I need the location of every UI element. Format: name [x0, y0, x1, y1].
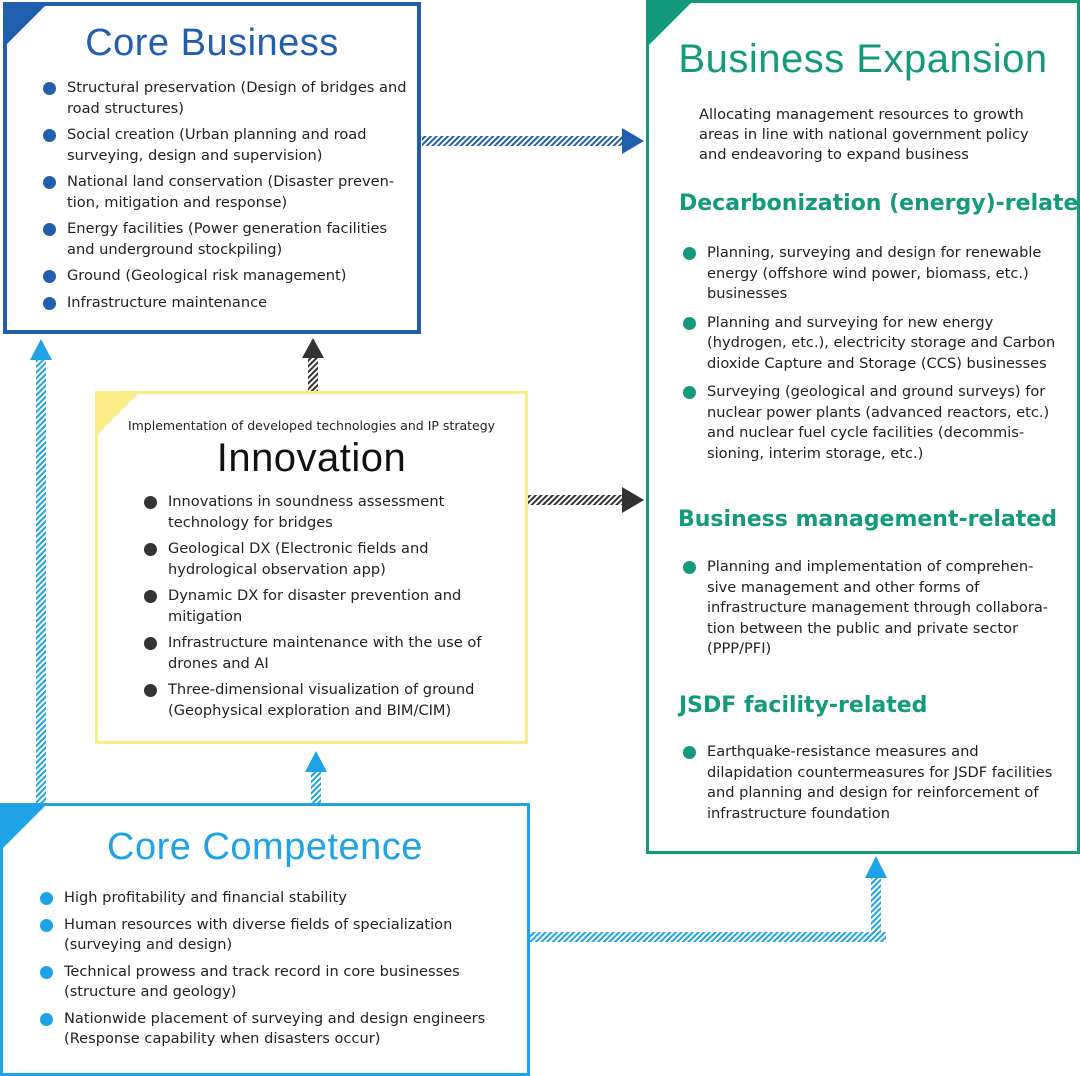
- bullet-icon: [43, 82, 56, 95]
- innovation-box: Implementation of developed technologies…: [95, 391, 528, 744]
- list-item: Nationwide placement of surveying and de…: [36, 1009, 516, 1050]
- bullet-icon: [683, 386, 696, 399]
- section-title-decarbonization: Decarbonization (energy)-related: [679, 191, 1080, 216]
- business-expansion-corner-accent: [649, 3, 691, 45]
- list-item: Dynamic DX for disaster prevention and m…: [140, 586, 510, 627]
- list-item: Surveying (geological and ground surveys…: [679, 382, 1059, 464]
- bullet-icon: [40, 1012, 53, 1026]
- bullet-icon: [683, 746, 696, 759]
- list-item: High profitability and financial stabili…: [36, 888, 516, 909]
- list-item: Social creation (Urban planning and road…: [39, 125, 414, 166]
- section-title-jsdf: JSDF facility-related: [679, 693, 928, 718]
- arrow-innovation-to-expansion: [528, 487, 644, 513]
- list-item: National land conservation (Disaster pre…: [39, 172, 414, 213]
- bullet-icon: [683, 247, 696, 260]
- list-item: Three-dimensional visualization of groun…: [140, 680, 510, 721]
- core-competence-list: High profitability and financial stabili…: [36, 888, 516, 1056]
- arrow-competence-to-expansion: [530, 856, 887, 942]
- core-competence-box: Core Competence High profitability and f…: [0, 803, 530, 1076]
- bullet-icon: [144, 590, 157, 603]
- arrow-competence-to-core-business: [30, 339, 52, 804]
- core-competence-corner-accent: [3, 806, 45, 848]
- core-business-box: Core Business Structural preservation (D…: [3, 2, 421, 334]
- core-business-corner-accent: [7, 6, 45, 44]
- bullet-icon: [144, 684, 157, 697]
- business-expansion-intro: Allocating management resources to growt…: [699, 106, 1029, 163]
- innovation-list: Innovations in soundness assessment tech…: [140, 492, 510, 727]
- innovation-title: Innovation: [216, 436, 407, 480]
- business-expansion-title: Business Expansion: [678, 37, 1048, 81]
- list-item: Earthquake-resistance measures and dilap…: [679, 742, 1059, 824]
- list-item: Infrastructure maintenance: [39, 293, 414, 314]
- bullet-icon: [683, 316, 696, 330]
- list-item: Technical prowess and track record in co…: [36, 962, 516, 1003]
- bullet-icon: [43, 223, 56, 236]
- list-item: Ground (Geological risk management): [39, 266, 414, 287]
- bullet-icon: [43, 129, 56, 142]
- list-item: Geological DX (Electronic fields and hyd…: [140, 539, 510, 580]
- bullet-icon: [144, 637, 157, 650]
- business-expansion-box: Business Expansion Allocating management…: [646, 0, 1080, 854]
- list-item: Planning and implementation of comprehen…: [679, 557, 1059, 660]
- bullet-icon: [683, 561, 696, 574]
- list-item: Energy facilities (Power generation faci…: [39, 219, 414, 260]
- bullet-icon: [40, 965, 53, 979]
- list-item: Innovations in soundness assessment tech…: [140, 492, 510, 533]
- arrow-innovation-to-core-business: [302, 338, 324, 391]
- list-item: Structural preservation (Design of bridg…: [39, 78, 414, 119]
- bullet-icon: [43, 296, 56, 310]
- list-item: Human resources with diverse fields of s…: [36, 915, 516, 956]
- core-business-list: Structural preservation (Design of bridg…: [39, 78, 414, 319]
- decarbonization-list: Planning, surveying and design for renew…: [679, 243, 1059, 472]
- bullet-icon: [144, 496, 157, 509]
- bullet-icon: [40, 918, 53, 932]
- core-business-title: Core Business: [85, 22, 339, 64]
- list-item: Planning and surveying for new energy (h…: [679, 313, 1059, 375]
- business-management-list: Planning and implementation of comprehen…: [679, 557, 1059, 668]
- jsdf-list: Earthquake-resistance measures and dilap…: [679, 742, 1059, 832]
- core-competence-title: Core Competence: [107, 826, 423, 868]
- list-item: Planning, surveying and design for renew…: [679, 243, 1059, 305]
- bullet-icon: [43, 270, 56, 283]
- innovation-corner-accent: [98, 394, 138, 434]
- section-title-business-management: Business management-related: [678, 507, 1057, 532]
- innovation-subtitle: Implementation of developed technologies…: [127, 418, 496, 433]
- list-item: Infrastructure maintenance with the use …: [140, 633, 510, 674]
- bullet-icon: [40, 892, 53, 905]
- arrow-core-business-to-expansion: [422, 128, 644, 154]
- arrow-competence-to-innovation: [305, 751, 327, 803]
- bullet-icon: [144, 543, 157, 556]
- bullet-icon: [43, 176, 56, 189]
